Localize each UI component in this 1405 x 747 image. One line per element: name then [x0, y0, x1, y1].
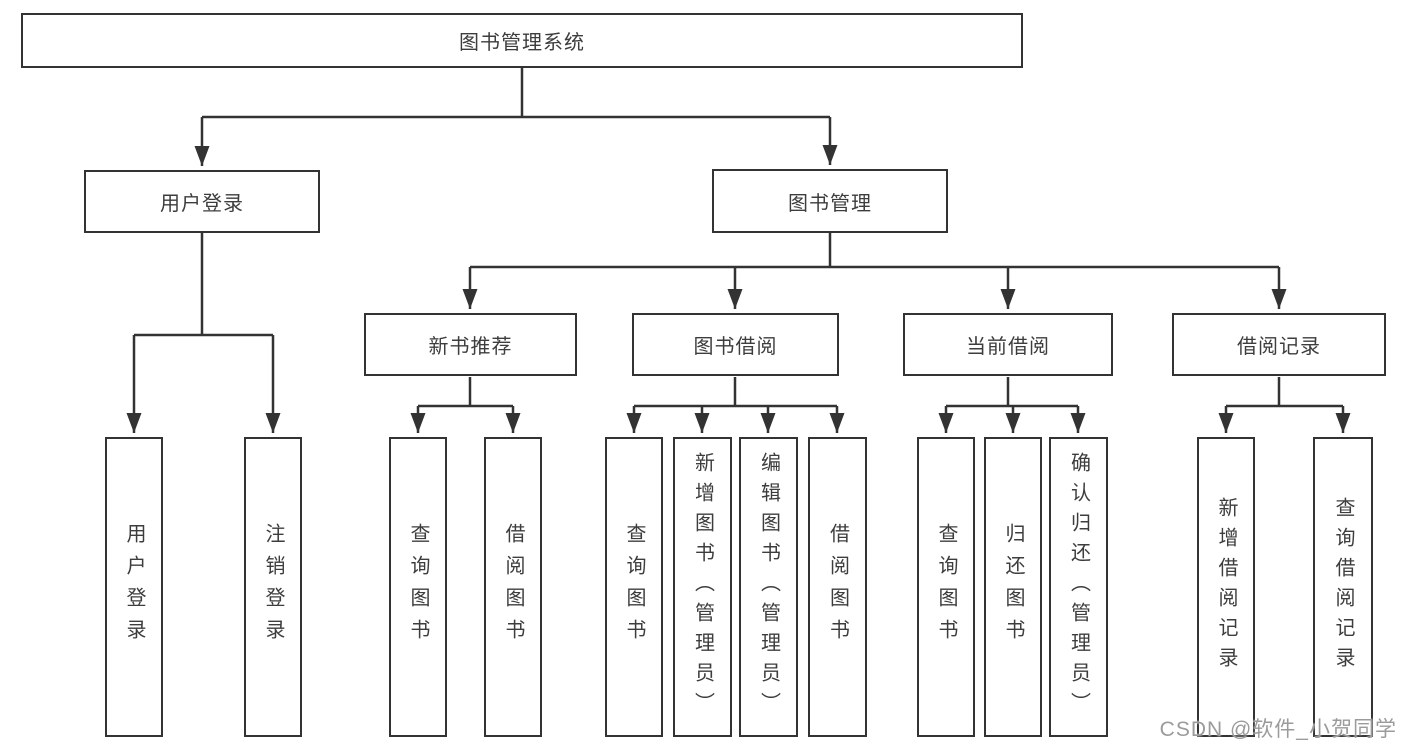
- leaf-records-query-record: 查询借阅记录: [1313, 437, 1373, 737]
- node-label: 查询图书: [407, 523, 429, 651]
- leaf-borrow-borrow-books: 借阅图书: [808, 437, 867, 737]
- node-library-management-system: 图书管理系统: [21, 13, 1023, 68]
- node-label: 归还图书: [1002, 523, 1024, 651]
- node-label: 借阅图书: [502, 523, 524, 651]
- node-user-login: 用户登录: [84, 170, 320, 233]
- csdn-watermark: CSDN @软件_小贺同学: [1159, 718, 1397, 741]
- node-label: 图书借阅: [693, 336, 778, 358]
- leaf-current-return-books: 归还图书: [984, 437, 1042, 737]
- leaf-newbooks-borrow-books: 借阅图书: [484, 437, 542, 737]
- connector-book-borrow-children: [626, 377, 845, 433]
- node-label: 借阅记录: [1237, 336, 1321, 358]
- node-book-management: 图书管理: [712, 169, 948, 233]
- connector-book-mgmt-children: [462, 233, 1287, 309]
- leaf-user-login: 用户登录: [105, 437, 163, 737]
- node-label: 用户登录: [160, 193, 244, 215]
- node-label: 图书管理系统: [459, 32, 585, 54]
- leaf-borrow-add-books-admin: 新增图书（管理员）: [673, 437, 732, 737]
- connector-current-borrow-children: [938, 377, 1086, 433]
- node-new-book-recommend: 新书推荐: [364, 313, 577, 376]
- node-label: 借阅图书: [826, 523, 849, 651]
- node-label: 确认归还（管理员）: [1067, 452, 1090, 722]
- node-label: 新书推荐: [428, 336, 513, 358]
- connector-user-login-children: [126, 233, 281, 433]
- leaf-records-add-record: 新增借阅记录: [1197, 437, 1255, 737]
- leaf-current-confirm-return-admin: 确认归还（管理员）: [1049, 437, 1108, 737]
- node-label: 用户登录: [123, 523, 145, 651]
- node-borrow-records: 借阅记录: [1172, 313, 1386, 376]
- node-book-borrow: 图书借阅: [632, 313, 839, 376]
- node-label: 当前借阅: [966, 336, 1050, 358]
- leaf-borrow-edit-books-admin: 编辑图书（管理员）: [739, 437, 798, 737]
- node-label: 图书管理: [788, 192, 872, 215]
- leaf-logout: 注销登录: [244, 437, 302, 737]
- node-current-borrow: 当前借阅: [903, 313, 1113, 376]
- leaf-borrow-query-books: 查询图书: [605, 437, 663, 737]
- connector-borrow-records-children: [1218, 377, 1351, 433]
- node-label: 查询借阅记录: [1332, 497, 1354, 677]
- leaf-newbooks-query-books: 查询图书: [389, 437, 447, 737]
- node-label: 新增借阅记录: [1215, 497, 1237, 677]
- node-label: 注销登录: [262, 523, 284, 651]
- connector-new-books-children: [410, 377, 521, 433]
- node-label: 查询图书: [623, 523, 645, 651]
- node-label: 新增图书（管理员）: [691, 452, 714, 722]
- node-label: 查询图书: [935, 523, 957, 651]
- leaf-current-query-books: 查询图书: [917, 437, 975, 737]
- node-label: 编辑图书（管理员）: [757, 452, 780, 722]
- connector-root-to-level2: [194, 68, 838, 166]
